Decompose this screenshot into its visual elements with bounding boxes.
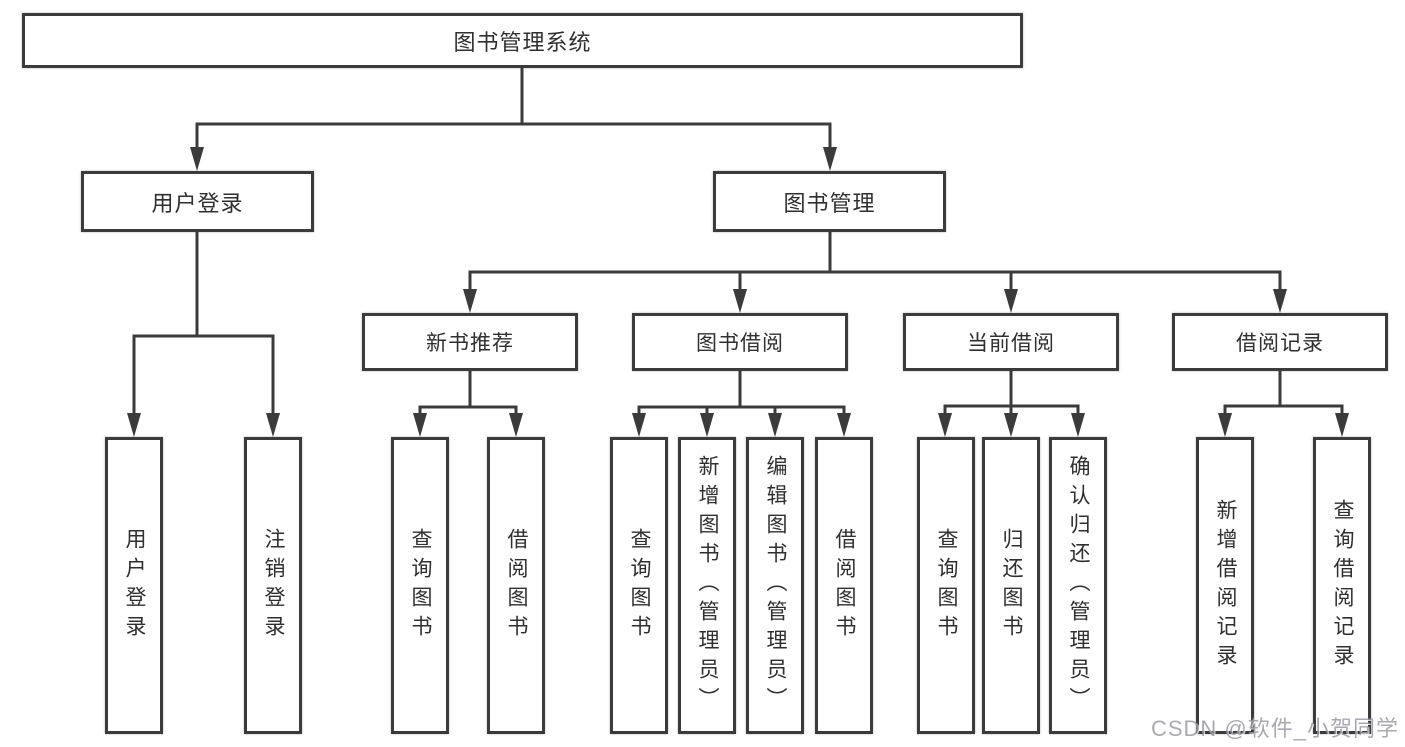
leaf-query-books-1: 查询图书	[391, 437, 449, 734]
node-new-book-recommend: 新书推荐	[362, 313, 578, 371]
leaf-return-books: 归还图书	[982, 437, 1040, 734]
node-current-borrow: 当前借阅	[903, 313, 1119, 371]
leaf-borrow-books-2: 借阅图书	[815, 437, 873, 734]
node-borrow-records: 借阅记录	[1172, 313, 1388, 371]
connector-new-book-recommend	[413, 369, 523, 437]
leaf-confirm-return-admin: 确认归还（管理员）	[1049, 437, 1107, 734]
connector-user-login	[127, 230, 280, 437]
node-user-login: 用户登录	[81, 171, 314, 232]
connector-current-borrow	[938, 369, 1085, 437]
leaf-edit-book-admin: 编辑图书（管理员）	[746, 437, 804, 734]
leaf-add-book-admin: 新增图书（管理员）	[678, 437, 736, 734]
leaf-query-borrow-record: 查询借阅记录	[1313, 437, 1371, 734]
node-book-management: 图书管理	[713, 171, 946, 232]
leaf-query-books-3: 查询图书	[917, 437, 975, 734]
leaf-logout: 注销登录	[244, 437, 302, 734]
connector-book-management	[463, 230, 1287, 313]
node-book-borrow: 图书借阅	[632, 313, 848, 371]
leaf-borrow-books-1: 借阅图书	[487, 437, 545, 734]
leaf-add-borrow-record: 新增借阅记录	[1196, 437, 1254, 734]
connector-borrow-records	[1218, 369, 1349, 437]
csdn-watermark: CSDN @软件_小贺同学	[1150, 716, 1399, 741]
leaf-user-login: 用户登录	[105, 437, 163, 734]
connector-book-borrow	[632, 369, 851, 437]
connector-root	[190, 66, 837, 171]
node-system-root: 图书管理系统	[22, 13, 1023, 68]
leaf-query-books-2: 查询图书	[610, 437, 668, 734]
